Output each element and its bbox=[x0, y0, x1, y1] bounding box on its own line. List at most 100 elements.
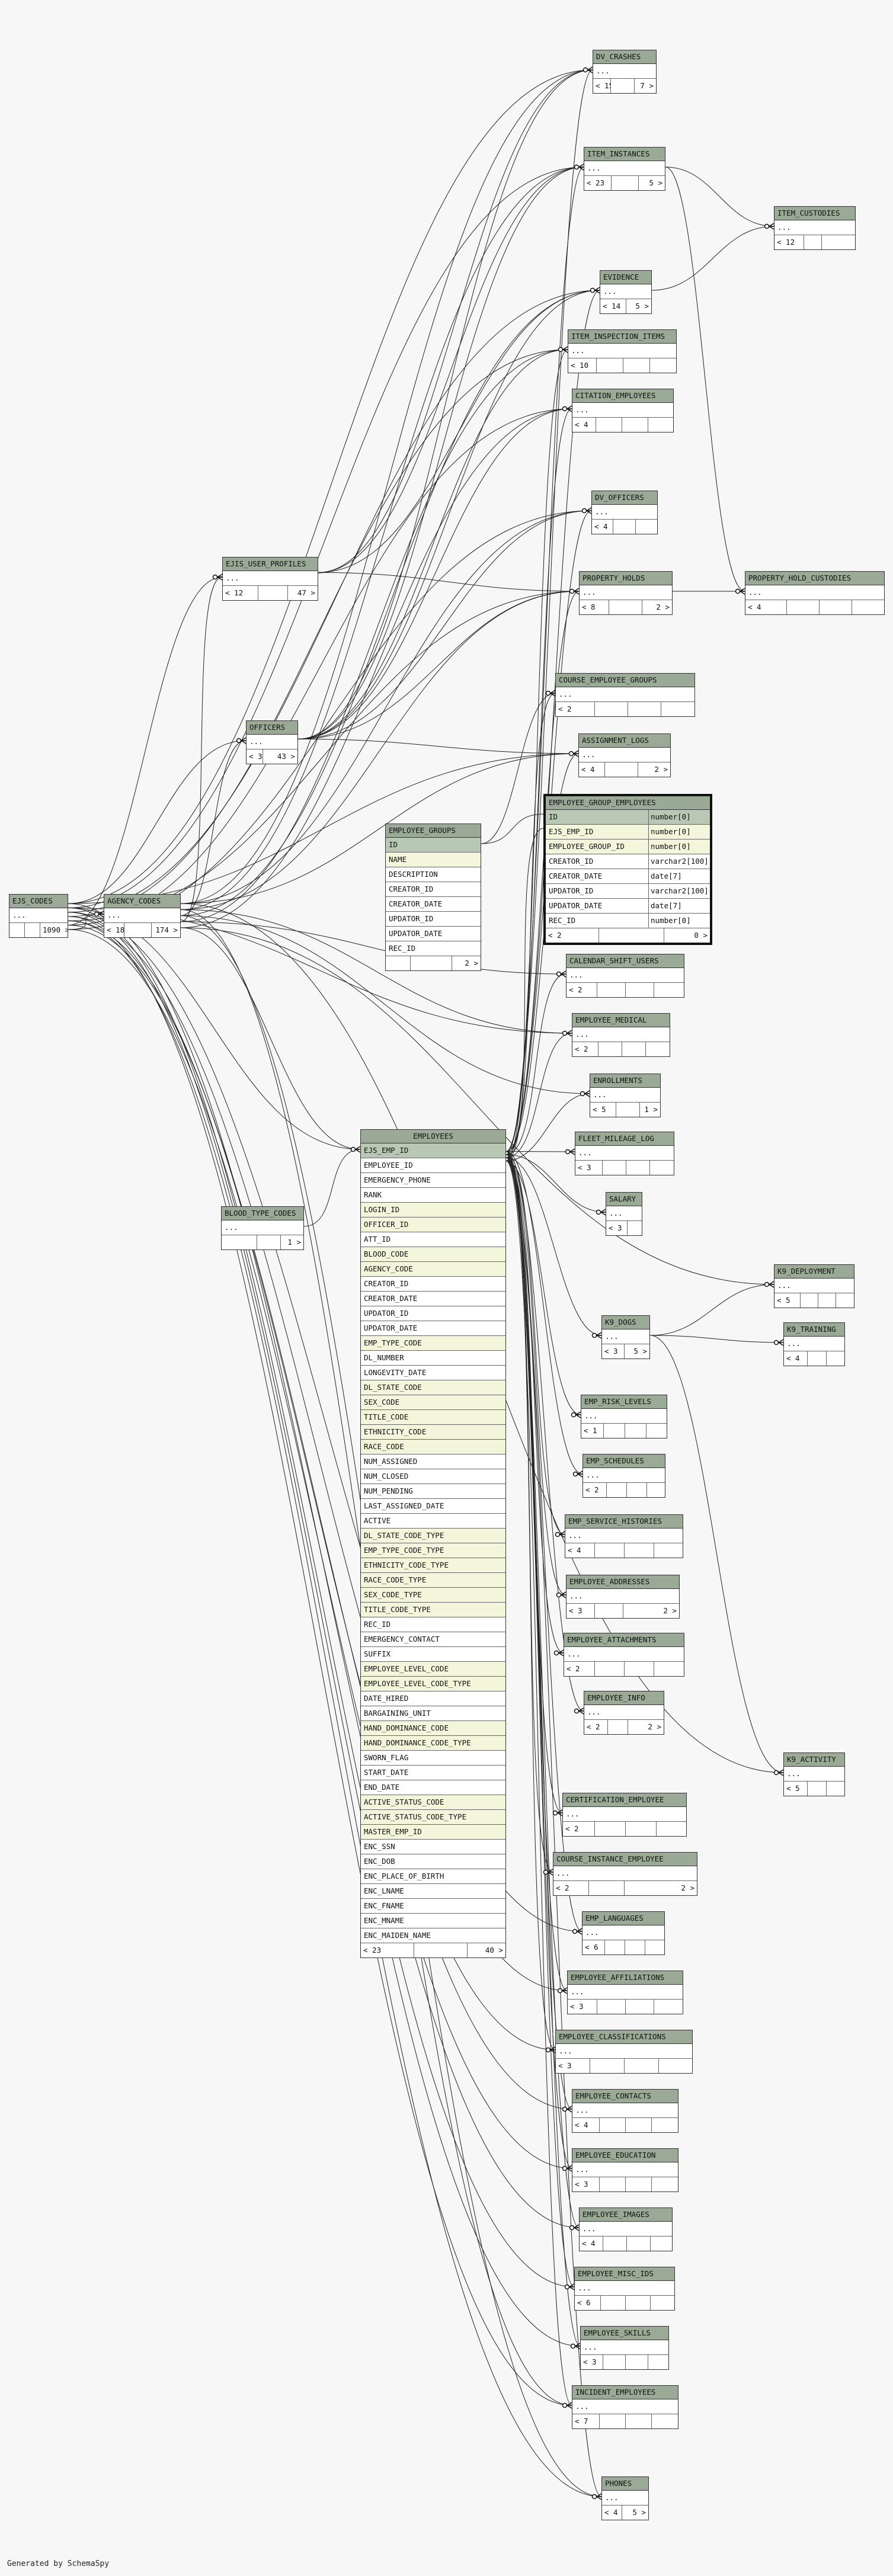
column-row[interactable]: CREATOR_ID bbox=[386, 882, 481, 897]
table-name[interactable]: ITEM_INSTANCES bbox=[584, 148, 665, 161]
column-row[interactable]: ETHNICITY_CODE_TYPE bbox=[361, 1558, 505, 1573]
column-row[interactable]: SWORN_FLAG bbox=[361, 1751, 505, 1766]
table-name[interactable]: EMP_SCHEDULES bbox=[583, 1454, 665, 1468]
table-name[interactable]: ASSIGNMENT_LOGS bbox=[579, 734, 670, 748]
table-property-hold-custodies[interactable]: PROPERTY_HOLD_CUSTODIES...< 4 bbox=[745, 571, 885, 615]
column-row[interactable]: ENC_MNAME bbox=[361, 1914, 505, 1928]
table-employee-education[interactable]: EMPLOYEE_EDUCATION...< 3 bbox=[572, 2148, 678, 2192]
table-employee-classifications[interactable]: EMPLOYEE_CLASSIFICATIONS...< 3 bbox=[555, 2030, 693, 2074]
table-employee-images[interactable]: EMPLOYEE_IMAGES...< 4 bbox=[579, 2207, 673, 2251]
collapsed-columns[interactable]: ... bbox=[568, 1985, 683, 2000]
collapsed-columns[interactable]: ... bbox=[572, 1027, 670, 1042]
column-row[interactable]: START_DATE bbox=[361, 1766, 505, 1780]
table-emp-risk-levels[interactable]: EMP_RISK_LEVELS...< 1 bbox=[581, 1395, 667, 1438]
collapsed-columns[interactable]: ... bbox=[564, 1647, 684, 1662]
table-name[interactable]: EMPLOYEE_ADDRESSES bbox=[566, 1575, 679, 1589]
table-employee-affiliations[interactable]: EMPLOYEE_AFFILIATIONS...< 3 bbox=[567, 1971, 683, 2014]
column-row[interactable]: RACE_CODE bbox=[361, 1440, 505, 1454]
table-item-inspection-items[interactable]: ITEM_INSPECTION_ITEMS...< 10 bbox=[568, 329, 677, 373]
table-name[interactable]: AGENCY_CODES bbox=[104, 895, 180, 908]
table-name[interactable]: EMPLOYEE_AFFILIATIONS bbox=[568, 1971, 683, 1985]
column-row[interactable]: DL_NUMBER bbox=[361, 1351, 505, 1366]
column-row[interactable]: UPDATOR_ID bbox=[361, 1306, 505, 1321]
collapsed-columns[interactable]: ... bbox=[247, 735, 297, 749]
column-row[interactable]: ACTIVE_STATUS_CODE_TYPE bbox=[361, 1810, 505, 1825]
collapsed-columns[interactable]: ... bbox=[575, 1146, 674, 1161]
column-row[interactable]: DATE_HIRED bbox=[361, 1691, 505, 1706]
table-item-custodies[interactable]: ITEM_CUSTODIES...< 12 bbox=[774, 206, 856, 250]
collapsed-columns[interactable]: ... bbox=[584, 161, 665, 176]
column-row[interactable]: CREATOR_DATE bbox=[361, 1292, 505, 1306]
collapsed-columns[interactable]: ... bbox=[774, 1279, 854, 1293]
table-incident-employees[interactable]: INCIDENT_EMPLOYEES...< 7 bbox=[572, 2385, 678, 2429]
collapsed-columns[interactable]: ... bbox=[575, 2281, 674, 2296]
table-name[interactable]: EMPLOYEES bbox=[361, 1130, 505, 1143]
collapsed-columns[interactable]: ... bbox=[606, 1206, 642, 1221]
column-row[interactable]: OFFICER_ID bbox=[361, 1217, 505, 1232]
table-k9-deployment[interactable]: K9_DEPLOYMENT...< 5 bbox=[774, 1264, 854, 1308]
collapsed-columns[interactable]: ... bbox=[582, 1925, 664, 1940]
column-row[interactable]: BLOOD_CODE bbox=[361, 1247, 505, 1262]
table-name[interactable]: EMPLOYEE_MISC_IDS bbox=[575, 2267, 674, 2281]
table-name[interactable]: COURSE_INSTANCE_EMPLOYEE bbox=[553, 1853, 697, 1866]
column-row[interactable]: AGENCY_CODE bbox=[361, 1262, 505, 1277]
table-k9-training[interactable]: K9_TRAINING...< 4 bbox=[783, 1322, 845, 1366]
column-row[interactable]: TITLE_CODE bbox=[361, 1410, 505, 1425]
table-name[interactable]: PHONES bbox=[602, 2477, 648, 2491]
table-name[interactable]: EMPLOYEE_EDUCATION bbox=[572, 2149, 678, 2162]
table-name[interactable]: EMP_RISK_LEVELS bbox=[581, 1395, 667, 1409]
table-dv-crashes[interactable]: DV_CRASHES...< 157 > bbox=[593, 50, 657, 94]
table-emp-languages[interactable]: EMP_LANGUAGES...< 6 bbox=[582, 1911, 665, 1955]
table-name[interactable]: K9_ACTIVITY bbox=[784, 1753, 844, 1767]
column-row[interactable]: UPDATOR_DATE bbox=[361, 1321, 505, 1336]
collapsed-columns[interactable]: ... bbox=[563, 1807, 686, 1822]
column-row[interactable]: END_DATE bbox=[361, 1780, 505, 1795]
table-ejs-codes[interactable]: EJS_CODES...1090 > bbox=[9, 894, 68, 938]
table-emp-schedules[interactable]: EMP_SCHEDULES...< 2 bbox=[582, 1454, 665, 1498]
collapsed-columns[interactable]: ... bbox=[568, 344, 676, 358]
table-name[interactable]: EMPLOYEE_ATTACHMENTS bbox=[564, 1633, 684, 1647]
collapsed-columns[interactable]: ... bbox=[572, 403, 673, 418]
column-row[interactable]: ACTIVE_STATUS_CODE bbox=[361, 1795, 505, 1810]
column-row[interactable]: REC_ID bbox=[386, 941, 481, 956]
column-row[interactable]: ENC_PLACE_OF_BIRTH bbox=[361, 1869, 505, 1884]
column-row[interactable]: ATT_ID bbox=[361, 1232, 505, 1247]
column-row[interactable]: ENC_DOB bbox=[361, 1854, 505, 1869]
table-name[interactable]: EJS_CODES bbox=[9, 895, 68, 908]
table-employee-skills[interactable]: EMPLOYEE_SKILLS...< 3 bbox=[580, 2326, 669, 2370]
table-name[interactable]: SALARY bbox=[606, 1193, 642, 1206]
column-row[interactable]: ENC_FNAME bbox=[361, 1899, 505, 1914]
table-citation-employees[interactable]: CITATION_EMPLOYEES...< 4 bbox=[572, 389, 674, 432]
collapsed-columns[interactable]: ... bbox=[581, 1409, 667, 1424]
column-row[interactable]: ETHNICITY_CODE bbox=[361, 1425, 505, 1440]
table-fleet-mileage-log[interactable]: FLEET_MILEAGE_LOG...< 3 bbox=[575, 1132, 674, 1175]
table-name[interactable]: ITEM_CUSTODIES bbox=[774, 207, 855, 220]
collapsed-columns[interactable]: ... bbox=[602, 1329, 649, 1344]
table-name[interactable]: FLEET_MILEAGE_LOG bbox=[575, 1132, 674, 1146]
table-name[interactable]: PROPERTY_HOLDS bbox=[580, 572, 672, 585]
table-name[interactable]: CALENDAR_SHIFT_USERS bbox=[566, 954, 684, 968]
table-course-employee-groups[interactable]: COURSE_EMPLOYEE_GROUPS...< 2 bbox=[555, 673, 695, 717]
column-row[interactable]: SEX_CODE bbox=[361, 1395, 505, 1410]
table-name[interactable]: EJIS_USER_PROFILES bbox=[223, 558, 318, 571]
table-employee-attachments[interactable]: EMPLOYEE_ATTACHMENTS...< 2 bbox=[564, 1633, 684, 1677]
column-row[interactable]: EMPLOYEE_ID bbox=[361, 1158, 505, 1173]
column-row[interactable]: ID bbox=[386, 838, 481, 853]
collapsed-columns[interactable]: ... bbox=[104, 908, 180, 923]
table-employee-medical[interactable]: EMPLOYEE_MEDICAL...< 2 bbox=[572, 1013, 670, 1057]
table-name[interactable]: K9_TRAINING bbox=[784, 1323, 844, 1337]
table-calendar-shift-users[interactable]: CALENDAR_SHIFT_USERS...< 2 bbox=[566, 954, 684, 998]
table-name[interactable]: EMPLOYEE_MEDICAL bbox=[572, 1014, 670, 1027]
column-row[interactable]: LOGIN_ID bbox=[361, 1203, 505, 1217]
table-name[interactable]: EMPLOYEE_GROUP_EMPLOYEES bbox=[546, 796, 710, 810]
column-row[interactable]: NUM_PENDING bbox=[361, 1484, 505, 1499]
